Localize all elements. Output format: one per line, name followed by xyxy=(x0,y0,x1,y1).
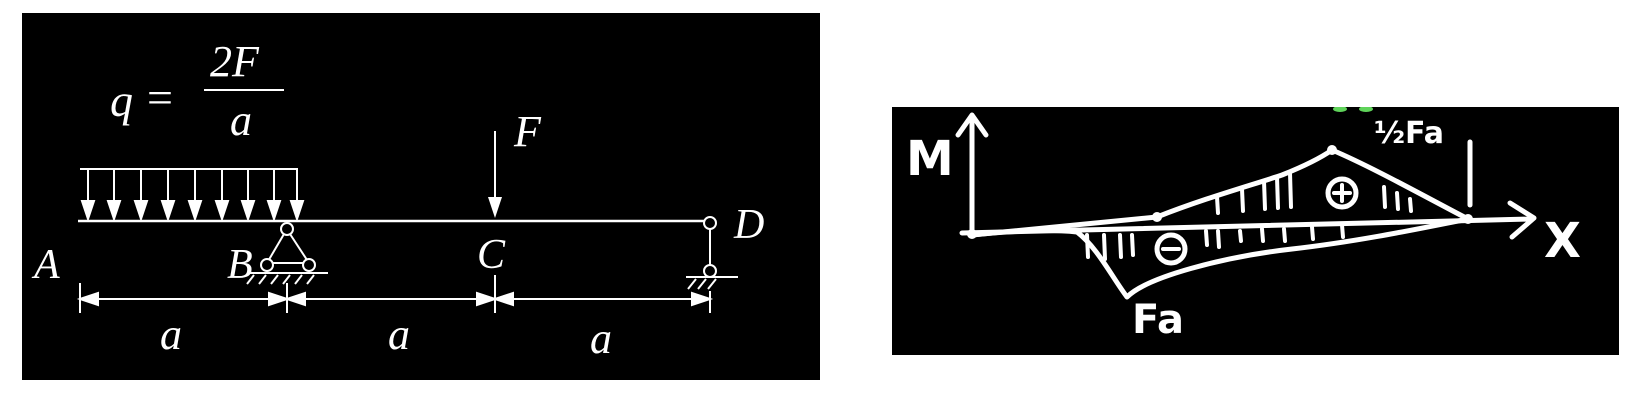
support-d xyxy=(686,216,738,290)
x-axis-label: X xyxy=(1544,213,1581,269)
positive-sign-icon xyxy=(1325,176,1359,210)
positive-moment-curve xyxy=(1154,147,1471,222)
positive-hatching xyxy=(1215,171,1413,215)
load-equals: = xyxy=(147,72,173,123)
moment-diagram: M X xyxy=(906,107,1581,343)
moment-diagram-panel: M X xyxy=(892,107,1619,355)
x-axis-arrowhead xyxy=(1507,200,1537,240)
negative-sign-icon xyxy=(1154,232,1188,266)
segment-origin-to-b xyxy=(969,214,1160,238)
load-denominator: a xyxy=(230,96,252,145)
point-load-label: F xyxy=(513,107,542,156)
key-points xyxy=(967,145,1473,239)
distributed-load-arrows xyxy=(80,170,305,223)
load-numerator: 2F xyxy=(210,37,260,86)
green-mark xyxy=(1333,107,1347,112)
span-label-bc: a xyxy=(388,310,410,359)
point-label-d: D xyxy=(733,202,764,248)
negative-moment-curve xyxy=(969,216,1471,300)
m-axis-arrowhead xyxy=(955,112,989,138)
max-negative-label: Fa xyxy=(1132,297,1184,343)
max-positive-label: ½Fa xyxy=(1374,116,1444,151)
span-label-ab: a xyxy=(160,310,182,359)
point-label-b: B xyxy=(227,242,253,288)
span-label-cd: a xyxy=(590,314,612,363)
negative-hatching xyxy=(1085,223,1345,261)
green-mark xyxy=(1359,107,1373,112)
point-label-c: C xyxy=(477,232,506,278)
point-load-arrowhead xyxy=(488,197,502,218)
point-label-a: A xyxy=(31,242,60,288)
beam-diagram-panel: q = 2F a F xyxy=(22,13,820,380)
beam-diagram: q = 2F a F xyxy=(31,37,764,363)
load-symbol-q: q xyxy=(110,75,133,126)
support-b xyxy=(246,222,328,285)
m-axis-label: M xyxy=(906,131,954,187)
dimension-lines xyxy=(76,275,714,313)
positive-sign-cross xyxy=(1332,183,1352,203)
